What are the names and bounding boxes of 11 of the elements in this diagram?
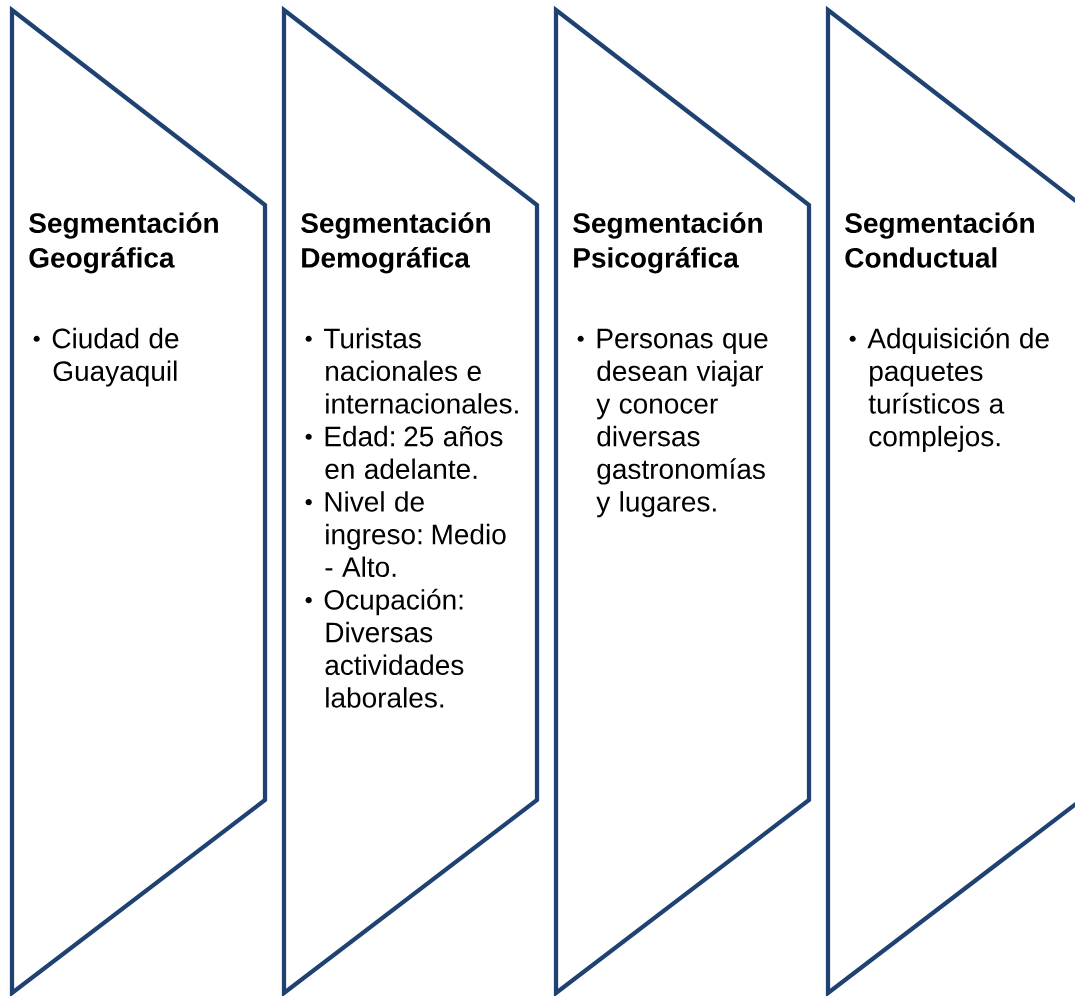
- bullet-item: Adquisición de paquetes turísticos a complejos.: [867, 327, 1049, 452]
- bullet-item: Turistas nacionales e internacionales.: [323, 327, 518, 414]
- bullet-item: Ciudad de Guayaquil: [52, 327, 179, 387]
- bullet-item: Ocupación: Diversas actividades laborales.: [324, 588, 464, 708]
- heading: Segmentación Psicográfica: [573, 212, 762, 274]
- heading: Segmentación Conductual: [845, 212, 1034, 268]
- bullet-item: Personas que desean viajar y conocer diversas gastronomías y lugares.: [596, 328, 768, 518]
- bullet-item: Edad: 25 años en adelante.: [325, 425, 503, 480]
- bullet-item: Nivel de ingreso: Medio - Alto.: [325, 491, 506, 578]
- heading: Segmentación Geográfica: [29, 212, 218, 274]
- heading: Segmentación Demográfica: [301, 212, 490, 274]
